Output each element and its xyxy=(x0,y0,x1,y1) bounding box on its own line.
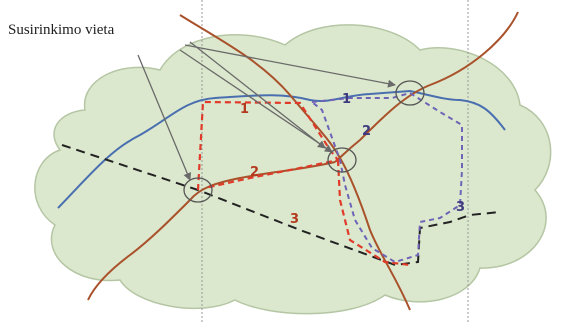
arrow-to-left-point xyxy=(137,54,192,181)
black-dashed-route xyxy=(61,144,501,267)
arrow-to-middle-point-a xyxy=(179,49,333,153)
red-dashed-route xyxy=(196,100,411,267)
route-number-blue-2: 2 xyxy=(362,124,371,139)
meeting-point-caption: Susirinkimo vieta xyxy=(8,22,115,38)
meeting-point-circle-middle xyxy=(327,147,357,173)
route-number-blue-1: 1 xyxy=(342,92,351,107)
arrow-to-middle-point-b xyxy=(189,41,326,149)
route-number-red-3: 3 xyxy=(290,212,299,227)
meeting-point-circle-right xyxy=(395,80,425,106)
meeting-point-circle-left xyxy=(183,177,213,203)
road-northeast xyxy=(334,11,519,163)
arrow-to-right-point xyxy=(184,44,396,88)
blue-dashed-route xyxy=(309,91,463,264)
route-number-red-2: 2 xyxy=(250,165,259,180)
river-line xyxy=(57,89,506,209)
route-number-blue-3: 3 xyxy=(456,200,465,215)
route-number-red-1: 1 xyxy=(240,102,249,117)
